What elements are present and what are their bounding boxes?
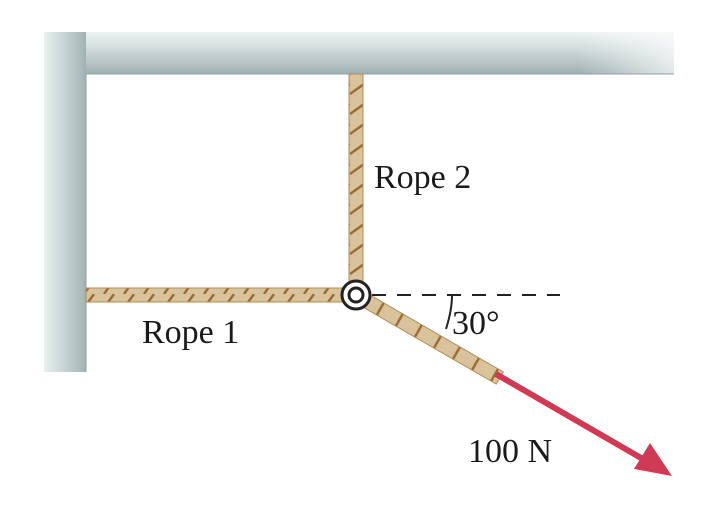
rope-1 [85,287,349,303]
knot-ring [340,279,372,311]
rope-2-label: Rope 2 [374,159,471,196]
force-arrowhead [634,443,672,476]
rope-2 [348,73,364,289]
rope-1-label: Rope 1 [142,314,239,351]
ceiling-fade [44,32,674,74]
angle-arc [445,294,453,330]
angle-label: 30° [452,305,500,342]
force-arrow [494,371,672,476]
wall-ceiling [44,32,674,372]
force-label: 100 N [468,433,552,470]
left-wall [44,32,86,372]
